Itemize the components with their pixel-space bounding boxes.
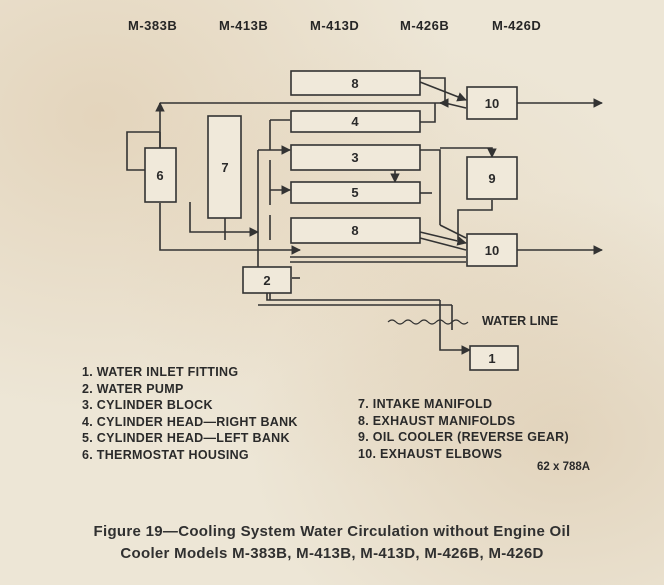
box-label: 7 — [221, 160, 228, 175]
model-label: M-426D — [492, 18, 542, 33]
model-label: M-413D — [310, 18, 360, 33]
legend-item: 6. THERMOSTAT HOUSING — [82, 447, 249, 462]
figure-caption-line1: Figure 19—Cooling System Water Circulati… — [93, 523, 571, 540]
legend-item: 10. EXHAUST ELBOWS — [358, 446, 503, 461]
box-exhaust-elbow-top — [466, 86, 518, 120]
box-water-pump — [242, 266, 292, 294]
box-label: 9 — [488, 171, 495, 186]
water-line-wave — [387, 319, 469, 325]
legend-item: 7. INTAKE MANIFOLD — [358, 397, 493, 411]
box-label: 6 — [156, 168, 163, 183]
box-label: 4 — [351, 114, 359, 129]
model-label: M-426B — [400, 18, 450, 33]
box-cylinder-head-left — [290, 181, 421, 204]
box-exhaust-manifold-top — [290, 70, 421, 96]
water-line-label: WATER LINE — [482, 314, 559, 328]
box-numbers: 8 4 3 5 8 6 7 2 1 10 9 10 — [156, 76, 499, 366]
legend-left: 1. WATER INLET FITTING 2. WATER PUMP 3. … — [82, 364, 298, 463]
legend-item: 8. EXHAUST MANIFOLDS — [358, 413, 516, 428]
box-oil-cooler — [466, 156, 518, 200]
model-label: M-413B — [219, 18, 269, 33]
legend-right: 7. INTAKE MANIFOLD 8. EXHAUST MANIFOLDS … — [358, 396, 569, 462]
legend-item: 5. CYLINDER HEAD—LEFT BANK — [82, 431, 290, 445]
box-exhaust-manifold-bottom — [290, 217, 421, 244]
box-label: 8 — [351, 223, 358, 238]
box-cylinder-head-right — [290, 110, 421, 133]
component-boxes — [144, 70, 519, 371]
model-label: M-383B — [128, 18, 178, 33]
part-number: 62 x 788A — [537, 461, 591, 473]
box-water-inlet-fitting — [469, 345, 519, 371]
box-label: 3 — [351, 150, 358, 165]
legend-item: 2. WATER PUMP — [82, 381, 184, 396]
figure-caption-line2: Cooler Models M-383B, M-413B, M-413D, M-… — [120, 545, 544, 562]
box-label: 8 — [351, 76, 358, 91]
box-exhaust-elbow-bottom — [466, 233, 518, 267]
box-cylinder-block — [290, 144, 421, 171]
box-thermostat-housing — [144, 147, 177, 203]
legend-item: 1. WATER INLET FITTING — [82, 365, 239, 379]
box-label: 2 — [263, 273, 270, 288]
box-label: 1 — [488, 351, 495, 366]
flow-lines — [126, 77, 603, 355]
legend-item: 4. CYLINDER HEAD—RIGHT BANK — [82, 414, 298, 429]
box-label: 5 — [351, 185, 358, 200]
legend-item: 3. CYLINDER BLOCK — [82, 398, 213, 412]
box-label: 10 — [485, 96, 499, 111]
box-label: 10 — [485, 243, 499, 258]
legend-item: 9. OIL COOLER (REVERSE GEAR) — [358, 430, 569, 444]
box-intake-manifold — [207, 115, 242, 219]
